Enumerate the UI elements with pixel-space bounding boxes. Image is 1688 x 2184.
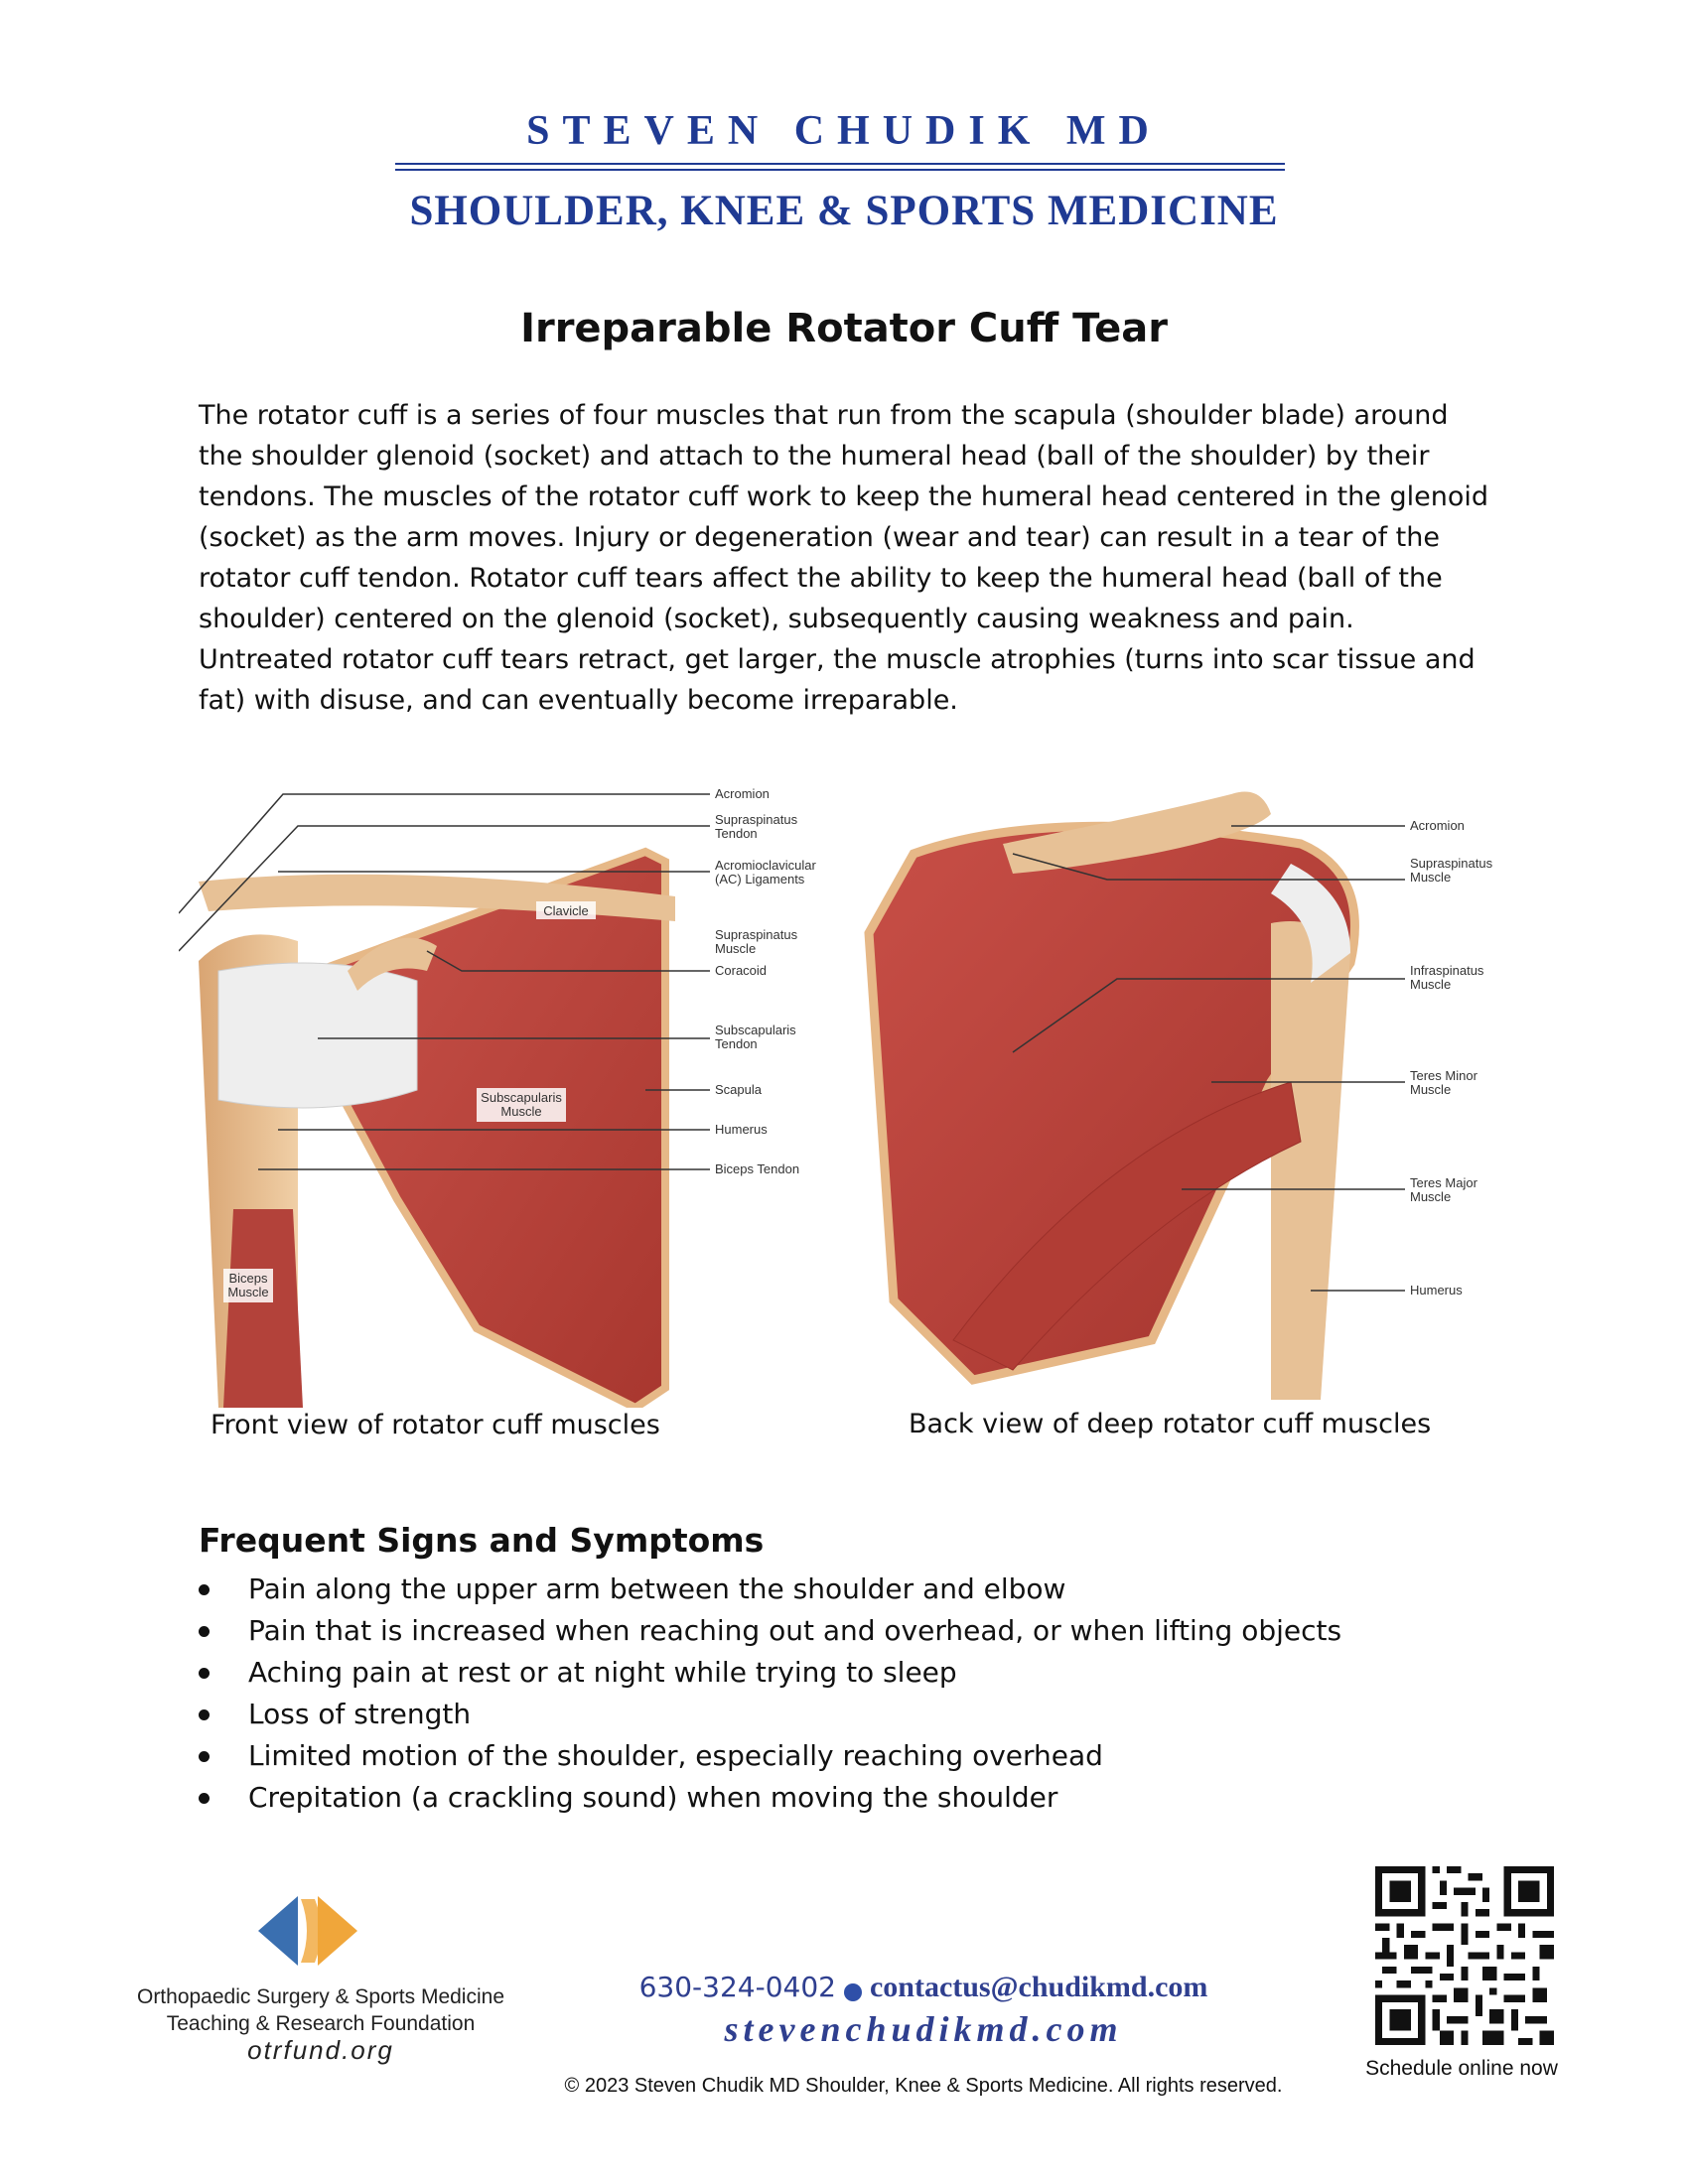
label-subscapularis-tendon-2: Tendon [715, 1036, 758, 1051]
back-view-caption: Back view of deep rotator cuff muscles [909, 1409, 1432, 1439]
label-teres-minor-2: Muscle [1410, 1082, 1451, 1097]
foundation-link[interactable]: otrfund.org [247, 2035, 394, 2065]
bullet-icon [199, 1584, 210, 1595]
list-item: Loss of strength [199, 1694, 1489, 1735]
label-ac-ligaments-1: Acromioclavicular [715, 858, 817, 873]
label-back-humerus: Humerus [1410, 1283, 1463, 1297]
label-clavicle: Clavicle [543, 903, 589, 918]
foundation-name-line2: Teaching & Research Foundation [166, 2012, 476, 2035]
label-back-acromion: Acromion [1410, 818, 1465, 833]
label-supraspinatus-tendon-2: Tendon [715, 826, 758, 841]
copyright-notice: © 2023 Steven Chudik MD Shoulder, Knee &… [564, 2075, 1283, 2097]
label-back-supraspinatus-1: Supraspinatus [1410, 856, 1493, 871]
email-link[interactable]: contactus@chudikmd.com [869, 1971, 1208, 2003]
front-view-caption: Front view of rotator cuff muscles [211, 1410, 660, 1440]
contact-block: 630-324-0402 contactus@chudikmd.com steve… [556, 1971, 1291, 2050]
label-biceps-tendon: Biceps Tendon [715, 1161, 799, 1176]
label-subscapularis-muscle-2: Muscle [500, 1104, 541, 1119]
back-acromion-shape [1003, 791, 1271, 874]
bullet-icon [199, 1751, 210, 1762]
bullet-icon [199, 1709, 210, 1720]
foundation-name-line1: Orthopaedic Surgery & Sports Medicine [136, 1985, 504, 2008]
label-ac-ligaments-2: (AC) Ligaments [715, 872, 805, 887]
label-teres-minor-1: Teres Minor [1410, 1068, 1478, 1083]
foundation-block: Orthopaedic Surgery & Sports Medicine Te… [117, 1983, 524, 2064]
header-rule-top [395, 163, 1285, 165]
intro-paragraph: The rotator cuff is a series of four mus… [199, 400, 1488, 716]
label-teres-major-2: Muscle [1410, 1189, 1451, 1204]
front-leader-lines [179, 793, 710, 1170]
list-item: Crepitation (a crackling sound) when mov… [199, 1777, 1489, 1819]
label-supraspinatus-muscle-1: Supraspinatus [715, 927, 798, 942]
otrf-logo-icon [258, 1896, 357, 1966]
label-teres-major-1: Teres Major [1410, 1175, 1478, 1190]
practice-name: STEVEN CHUDIK MD [526, 108, 1162, 154]
bullet-icon [199, 1626, 210, 1637]
website-link[interactable]: stevenchudikmd.com [724, 2009, 1123, 2049]
label-back-supraspinatus-2: Muscle [1410, 870, 1451, 885]
back-leader-lines [1012, 825, 1405, 1292]
back-humerus-shape [1271, 921, 1350, 1400]
page-title: Irreparable Rotator Cuff Tear [520, 306, 1168, 351]
bullet-icon [199, 1668, 210, 1679]
symptoms-heading: Frequent Signs and Symptoms [199, 1521, 765, 1560]
separator-dot-icon [843, 1982, 862, 2001]
label-biceps-muscle-1: Biceps [228, 1271, 268, 1286]
qr-code-icon[interactable] [1375, 1866, 1554, 2045]
qr-caption: Schedule online now [1365, 2057, 1558, 2080]
back-view-figure: Acromion Supraspinatus Muscle Infraspina… [854, 784, 1529, 1400]
coracoid-shape [348, 937, 437, 991]
label-infraspinatus-2: Muscle [1410, 977, 1451, 992]
back-view-illustration: Acromion Supraspinatus Muscle Infraspina… [864, 791, 1493, 1400]
label-scapula: Scapula [715, 1082, 763, 1097]
phone-number[interactable]: 630-324-0402 [638, 1971, 836, 2003]
label-supraspinatus-tendon-1: Supraspinatus [715, 812, 798, 827]
infraspinatus-muscle-shape [864, 821, 1359, 1385]
front-view-figure: Acromion Supraspinatus Tendon Acromiocla… [179, 772, 854, 1408]
list-item: Limited motion of the shoulder, especial… [199, 1735, 1489, 1777]
back-tendon-shape [1271, 864, 1350, 983]
label-infraspinatus-1: Infraspinatus [1410, 963, 1484, 978]
practice-tagline: SHOULDER, KNEE & SPORTS MEDICINE [409, 188, 1279, 234]
label-biceps-muscle-2: Muscle [227, 1285, 268, 1299]
symptoms-list: Pain along the upper arm between the sho… [199, 1569, 1489, 1819]
front-view-illustration: Acromion Supraspinatus Tendon Acromiocla… [179, 786, 817, 1408]
label-subscapularis-muscle-1: Subscapularis [481, 1090, 562, 1105]
list-item: Pain along the upper arm between the sho… [199, 1569, 1489, 1610]
label-coracoid: Coracoid [715, 963, 767, 978]
biceps-muscle-shape [223, 1209, 303, 1408]
subscapularis-tendon-shape [217, 962, 418, 1109]
label-supraspinatus-muscle-2: Muscle [715, 941, 756, 956]
header-rule-bottom [395, 169, 1285, 171]
bullet-icon [199, 1793, 210, 1804]
label-acromion: Acromion [715, 786, 770, 801]
label-subscapularis-tendon-1: Subscapularis [715, 1023, 796, 1037]
list-item: Aching pain at rest or at night while tr… [199, 1652, 1489, 1694]
label-humerus: Humerus [715, 1122, 768, 1137]
list-item: Pain that is increased when reaching out… [199, 1610, 1489, 1652]
